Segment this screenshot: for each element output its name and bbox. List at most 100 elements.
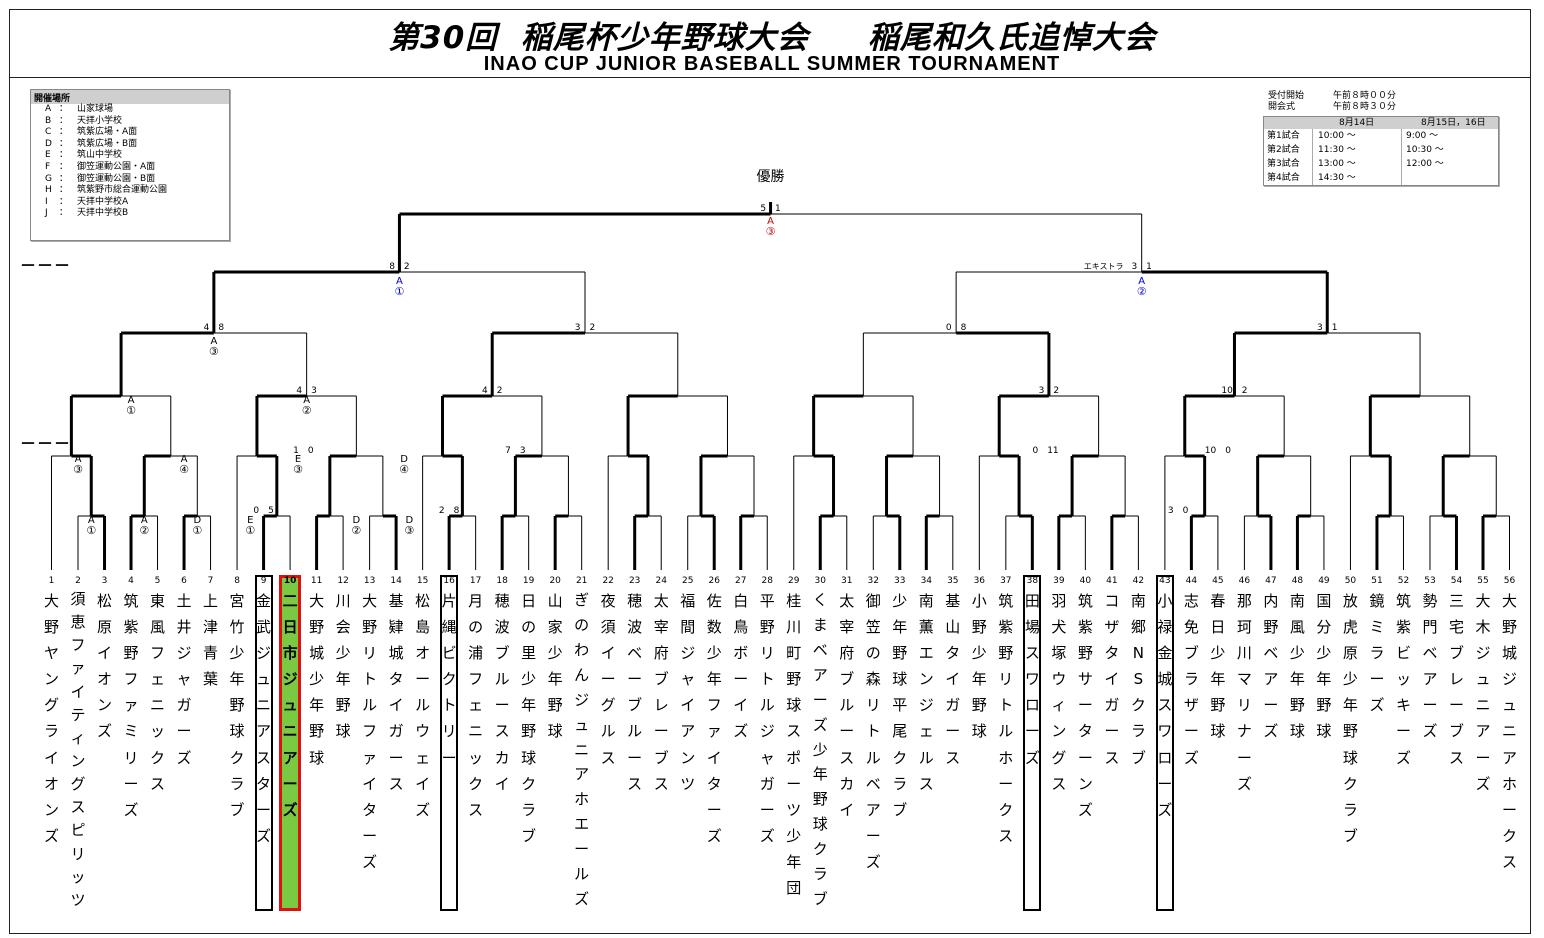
team-number: 9 — [260, 576, 267, 586]
semifinal-score: 8 2 — [389, 262, 409, 272]
team-name: 大野城少年野球 — [309, 592, 325, 767]
team-number: 27 — [735, 576, 747, 586]
team-box — [1155, 575, 1174, 911]
team-number: 30 — [814, 576, 826, 586]
team-name: 二日市ジュニアーズ — [282, 592, 298, 819]
team-name: 土井ジャガーズ — [176, 592, 192, 767]
venue-letter: A — [1138, 276, 1145, 287]
team-number: 3 — [101, 576, 108, 586]
team-name: 羽犬塚ウィングス — [1051, 592, 1067, 793]
venue-letter: A — [210, 336, 217, 347]
quarterfinal-score: 3 2 — [575, 323, 595, 333]
quarterfinal-score: 3 1 — [1317, 323, 1337, 333]
team-number: 18 — [496, 576, 508, 586]
team-name: 金武ジュニアスターズ — [256, 592, 272, 845]
team-name: 御笠の森リトルベアーズ — [865, 592, 881, 871]
team-number: 51 — [1371, 576, 1383, 586]
team-number: 7 — [207, 576, 214, 586]
team-number: 33 — [894, 576, 906, 586]
team-number: 19 — [522, 576, 535, 586]
venue-name: 天拝小学校 — [77, 115, 123, 126]
team-name: 基山タイガース — [945, 592, 961, 767]
team-name: 大野リトルファイターズ — [362, 592, 378, 871]
team-number: 4 — [128, 576, 134, 586]
venue-item: B：天拝小学校 — [45, 115, 123, 126]
round64-score: 0 5 — [253, 506, 273, 516]
game-number: ① — [394, 285, 404, 298]
team-number: 47 — [1265, 576, 1277, 586]
round16-score: 3 2 — [1039, 386, 1059, 396]
venue-letter: A — [141, 515, 148, 526]
champion-label: 優勝 — [757, 169, 785, 185]
team-name: 那珂川マリナーズ — [1236, 592, 1252, 793]
venue-key: E — [45, 150, 51, 161]
team-number: 43 — [1159, 576, 1171, 586]
team-box — [1023, 575, 1042, 911]
semifinal-score: 3 1 — [1131, 262, 1151, 272]
game-number: ① — [86, 524, 96, 537]
team-name: 志免ブラザーズ — [1183, 592, 1199, 767]
game-time-day2: 12:00 〜 — [1406, 159, 1444, 169]
team-name: 春日少年野球 — [1210, 592, 1226, 741]
game-label: 第4試合 — [1267, 173, 1300, 183]
team-number: 41 — [1106, 576, 1118, 586]
venue-name: 天拝中学校B — [77, 208, 129, 219]
venue-item: G：御笠運動公園・B面 — [45, 173, 156, 184]
venue-name: 筑山中学校 — [77, 150, 123, 161]
venue-letter: D — [193, 515, 201, 526]
team-number: 29 — [788, 576, 800, 586]
team-name: 須恵ファイティングスピリッツ — [70, 590, 86, 909]
round32-score: 10 0 — [1205, 446, 1231, 456]
quarterfinal-score: 0 8 — [946, 323, 967, 333]
venue-key: A — [45, 104, 52, 114]
team-number: 21 — [575, 576, 588, 586]
team-name: 福間ジャイアンツ — [680, 592, 696, 793]
team-number: 15 — [416, 576, 429, 586]
team-name: 筑紫野ファミリーズ — [123, 592, 139, 819]
team-number: 50 — [1344, 576, 1357, 586]
team-name: コザタイガース — [1104, 592, 1120, 767]
round16-score: 10 2 — [1221, 386, 1247, 396]
round16-score: 4 3 — [296, 386, 316, 396]
venue-name: 筑紫野市総合運動公園 — [77, 185, 168, 196]
team-name: 放虎原少年野球クラブ — [1342, 592, 1358, 845]
team-number: 37 — [1000, 576, 1012, 586]
venue-name: 御笠運動公園・B面 — [77, 173, 156, 184]
venue-name: 筑紫広場・B面 — [77, 138, 138, 149]
highlighted-team-box — [279, 575, 302, 911]
team-number: 28 — [761, 576, 773, 586]
game-number: ④ — [179, 463, 189, 476]
venue-item: H：筑紫野市総合運動公園 — [45, 185, 168, 196]
team-name: 南風少年野球 — [1289, 592, 1305, 741]
venue-letter: A — [75, 454, 82, 465]
team-number: 56 — [1503, 576, 1516, 586]
venue-item: A：山家球場 — [45, 104, 114, 114]
team-name: 大野城ジュニアホークス — [1501, 592, 1517, 871]
team-number: 42 — [1132, 576, 1145, 586]
venue-letter: A — [396, 276, 403, 287]
team-number: 25 — [681, 576, 694, 586]
team-name: 南薫エンジェルス — [918, 592, 934, 793]
round32-score: 7 3 — [505, 446, 525, 456]
team-number: 55 — [1477, 576, 1489, 586]
venue-key: C — [45, 127, 52, 138]
team-name: 太宰府ブレーブス — [653, 592, 669, 793]
dash-mark: －－－ — [20, 434, 72, 453]
team-name: 松島オールウェイズ — [415, 592, 431, 819]
round64-score: 2 8 — [439, 506, 460, 516]
team-box — [254, 575, 273, 911]
team-name: 鏡ミラーズ — [1369, 592, 1385, 715]
game-time-day2: 10:30 〜 — [1406, 145, 1444, 155]
team-name: 上津青葉 — [203, 592, 219, 689]
venue-letter: A — [303, 395, 310, 406]
header-divider — [9, 77, 1531, 78]
team-name: 川会少年野球 — [335, 592, 351, 741]
team-number: 45 — [1212, 576, 1224, 586]
team-name: 少年野球平尾クラブ — [892, 592, 908, 819]
